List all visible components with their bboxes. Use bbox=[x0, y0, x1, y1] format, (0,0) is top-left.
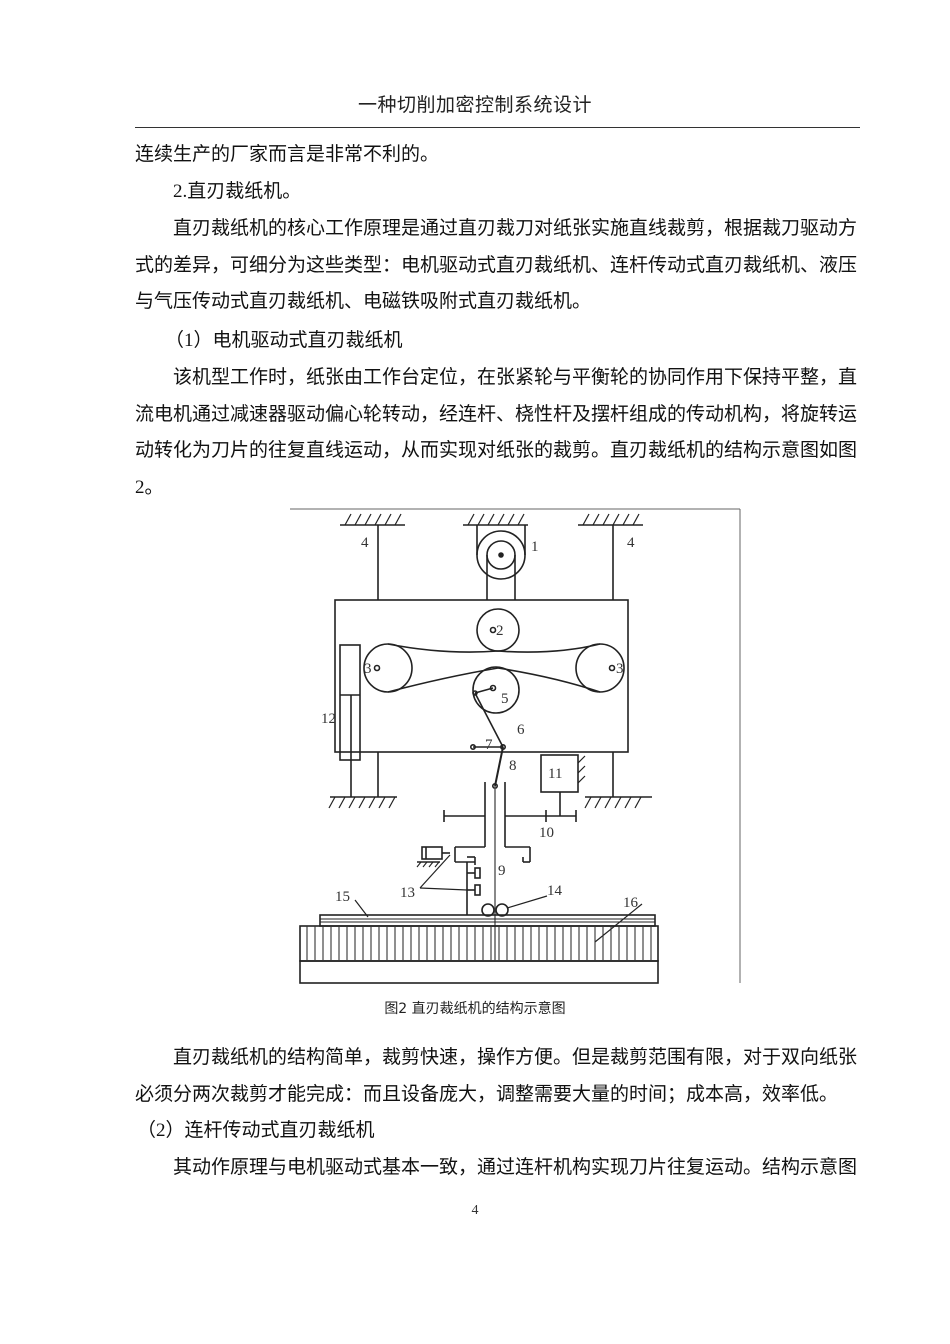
paragraph-principle: 直刃裁纸机的核心工作原理是通过直刃裁刀对纸张实施直线裁剪，根据裁刀驱动方 式的差… bbox=[135, 211, 860, 321]
text-line: 与气压传动式直刃裁纸机、电磁铁吸附式直刃裁纸机。 bbox=[135, 291, 592, 312]
running-header-title: 一种切削加密控制系统设计 bbox=[357, 95, 592, 116]
text-line: 其动作原理与电机驱动式基本一致，通过连杆机构实现刀片往复运动。结构示意图 bbox=[173, 1157, 858, 1178]
label-7: 7 bbox=[485, 737, 493, 753]
paragraph-motor-driven: 该机型工作时，纸张由工作台定位，在张紧轮与平衡轮的协同作用下保持平整，直 流电机… bbox=[135, 360, 860, 506]
label-12: 12 bbox=[321, 711, 336, 727]
text-line: 动转化为刀片的往复直线运动，从而实现对纸张的裁剪。直刃裁纸机的结构示意图如图 bbox=[135, 440, 858, 461]
heading-text: 2.直刃裁纸机。 bbox=[173, 181, 302, 202]
text-line: 直刃裁纸机的核心工作原理是通过直刃裁刀对纸张实施直线裁剪，根据裁刀驱动方 bbox=[173, 218, 858, 239]
label-8: 8 bbox=[509, 758, 517, 774]
label-13: 13 bbox=[400, 885, 415, 901]
label-15: 15 bbox=[335, 889, 350, 905]
section-heading-straight-blade: 2.直刃裁纸机。 bbox=[135, 174, 860, 211]
text-line: 该机型工作时，纸张由工作台定位，在张紧轮与平衡轮的协同作用下保持平整，直 bbox=[173, 367, 858, 388]
text-line: 直刃裁纸机的结构简单，裁剪快速，操作方便。但是裁剪范围有限，对于双向纸张 bbox=[173, 1047, 858, 1068]
figure-caption: 图2 直刃裁纸机的结构示意图 bbox=[384, 1001, 566, 1017]
text-line: 2。 bbox=[135, 476, 164, 498]
label-1: 1 bbox=[531, 539, 539, 555]
heading-text: （1）电机驱动式直刃裁纸机 bbox=[165, 330, 403, 351]
label-5: 5 bbox=[501, 691, 509, 707]
figure-structure-diagram: 4 1 4 2 3 3 5 6 7 8 11 12 10 9 13 14 15 … bbox=[285, 505, 745, 990]
label-16: 16 bbox=[623, 895, 639, 911]
label-4-right: 4 bbox=[627, 535, 635, 551]
label-3-left: 3 bbox=[364, 661, 372, 677]
label-6: 6 bbox=[517, 722, 525, 738]
label-14: 14 bbox=[547, 883, 563, 899]
paragraph-linkage-driven: 其动作原理与电机驱动式基本一致，通过连杆机构实现刀片往复运动。结构示意图 bbox=[135, 1150, 860, 1187]
subsection-heading-linkage-driven: （2）连杆传动式直刃裁纸机 bbox=[135, 1113, 860, 1150]
label-3-right: 3 bbox=[616, 661, 624, 677]
header-divider bbox=[135, 127, 860, 128]
heading-text: （2）连杆传动式直刃裁纸机 bbox=[137, 1120, 375, 1141]
label-4-left: 4 bbox=[361, 535, 369, 551]
text-line: 式的差异，可细分为这些类型：电机驱动式直刃裁纸机、连杆传动式直刃裁纸机、液压 bbox=[135, 254, 858, 276]
subsection-heading-motor-driven: （1）电机驱动式直刃裁纸机 bbox=[135, 323, 860, 360]
page-number: 4 bbox=[471, 1203, 479, 1218]
text-line: 必须分两次裁剪才能完成：而且设备庞大，调整需要大量的时间；成本高，效率低。 bbox=[135, 1083, 839, 1105]
cutter-schematic: 4 1 4 2 3 3 5 6 7 8 11 12 10 9 13 14 15 … bbox=[290, 508, 741, 984]
label-9: 9 bbox=[498, 863, 506, 879]
label-2: 2 bbox=[496, 623, 504, 639]
paragraph-evaluation: 直刃裁纸机的结构简单，裁剪快速，操作方便。但是裁剪范围有限，对于双向纸张 必须分… bbox=[135, 1040, 860, 1113]
paragraph-continuation: 连续生产的厂家而言是非常不利的。 bbox=[135, 137, 860, 174]
text-line: 流电机通过减速器驱动偏心轮转动，经连杆、桡性杆及摆杆组成的传动机构，将旋转运 bbox=[135, 403, 858, 425]
text-line: 连续生产的厂家而言是非常不利的。 bbox=[135, 144, 440, 165]
label-10: 10 bbox=[539, 825, 554, 841]
label-11: 11 bbox=[548, 766, 562, 782]
